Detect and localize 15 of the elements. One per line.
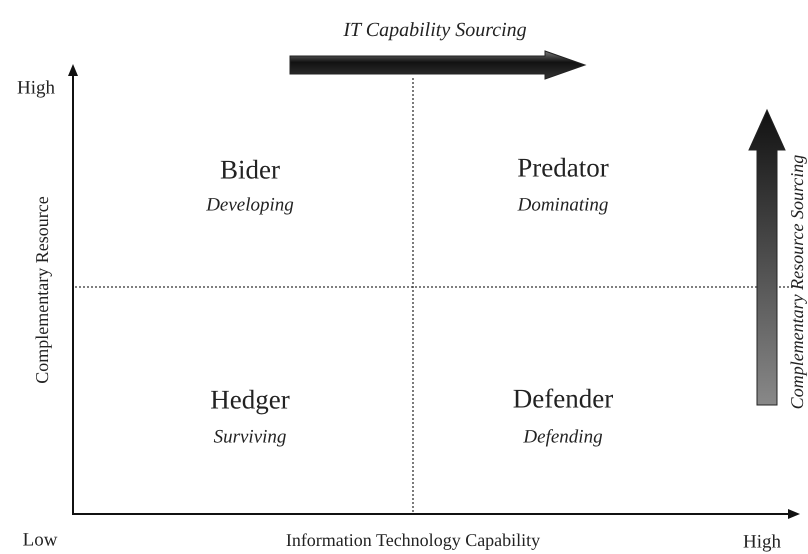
axis-title: Information Technology Capability <box>286 531 540 549</box>
arrow-label: Complementary Resource Sourcing <box>788 154 806 410</box>
axis-label: Low <box>22 530 58 550</box>
axis-title: Complementary Resource <box>33 196 51 384</box>
axis-label: High <box>17 78 55 98</box>
quadrant-title: Hedger <box>210 386 290 414</box>
quadrant-subtitle: Defending <box>523 428 603 446</box>
quadrant-subtitle: Surviving <box>214 428 286 446</box>
quadrant-title: Predator <box>517 154 609 182</box>
quadrant-title: Defender <box>512 386 614 412</box>
quadrant-subtitle: Developing <box>206 196 294 214</box>
quadrant-subtitle: Dominating <box>518 196 608 214</box>
axis-label: High <box>743 532 781 552</box>
quadrant-title: Bider <box>220 156 280 184</box>
arrow-label: IT Capability Sourcing <box>343 20 527 40</box>
